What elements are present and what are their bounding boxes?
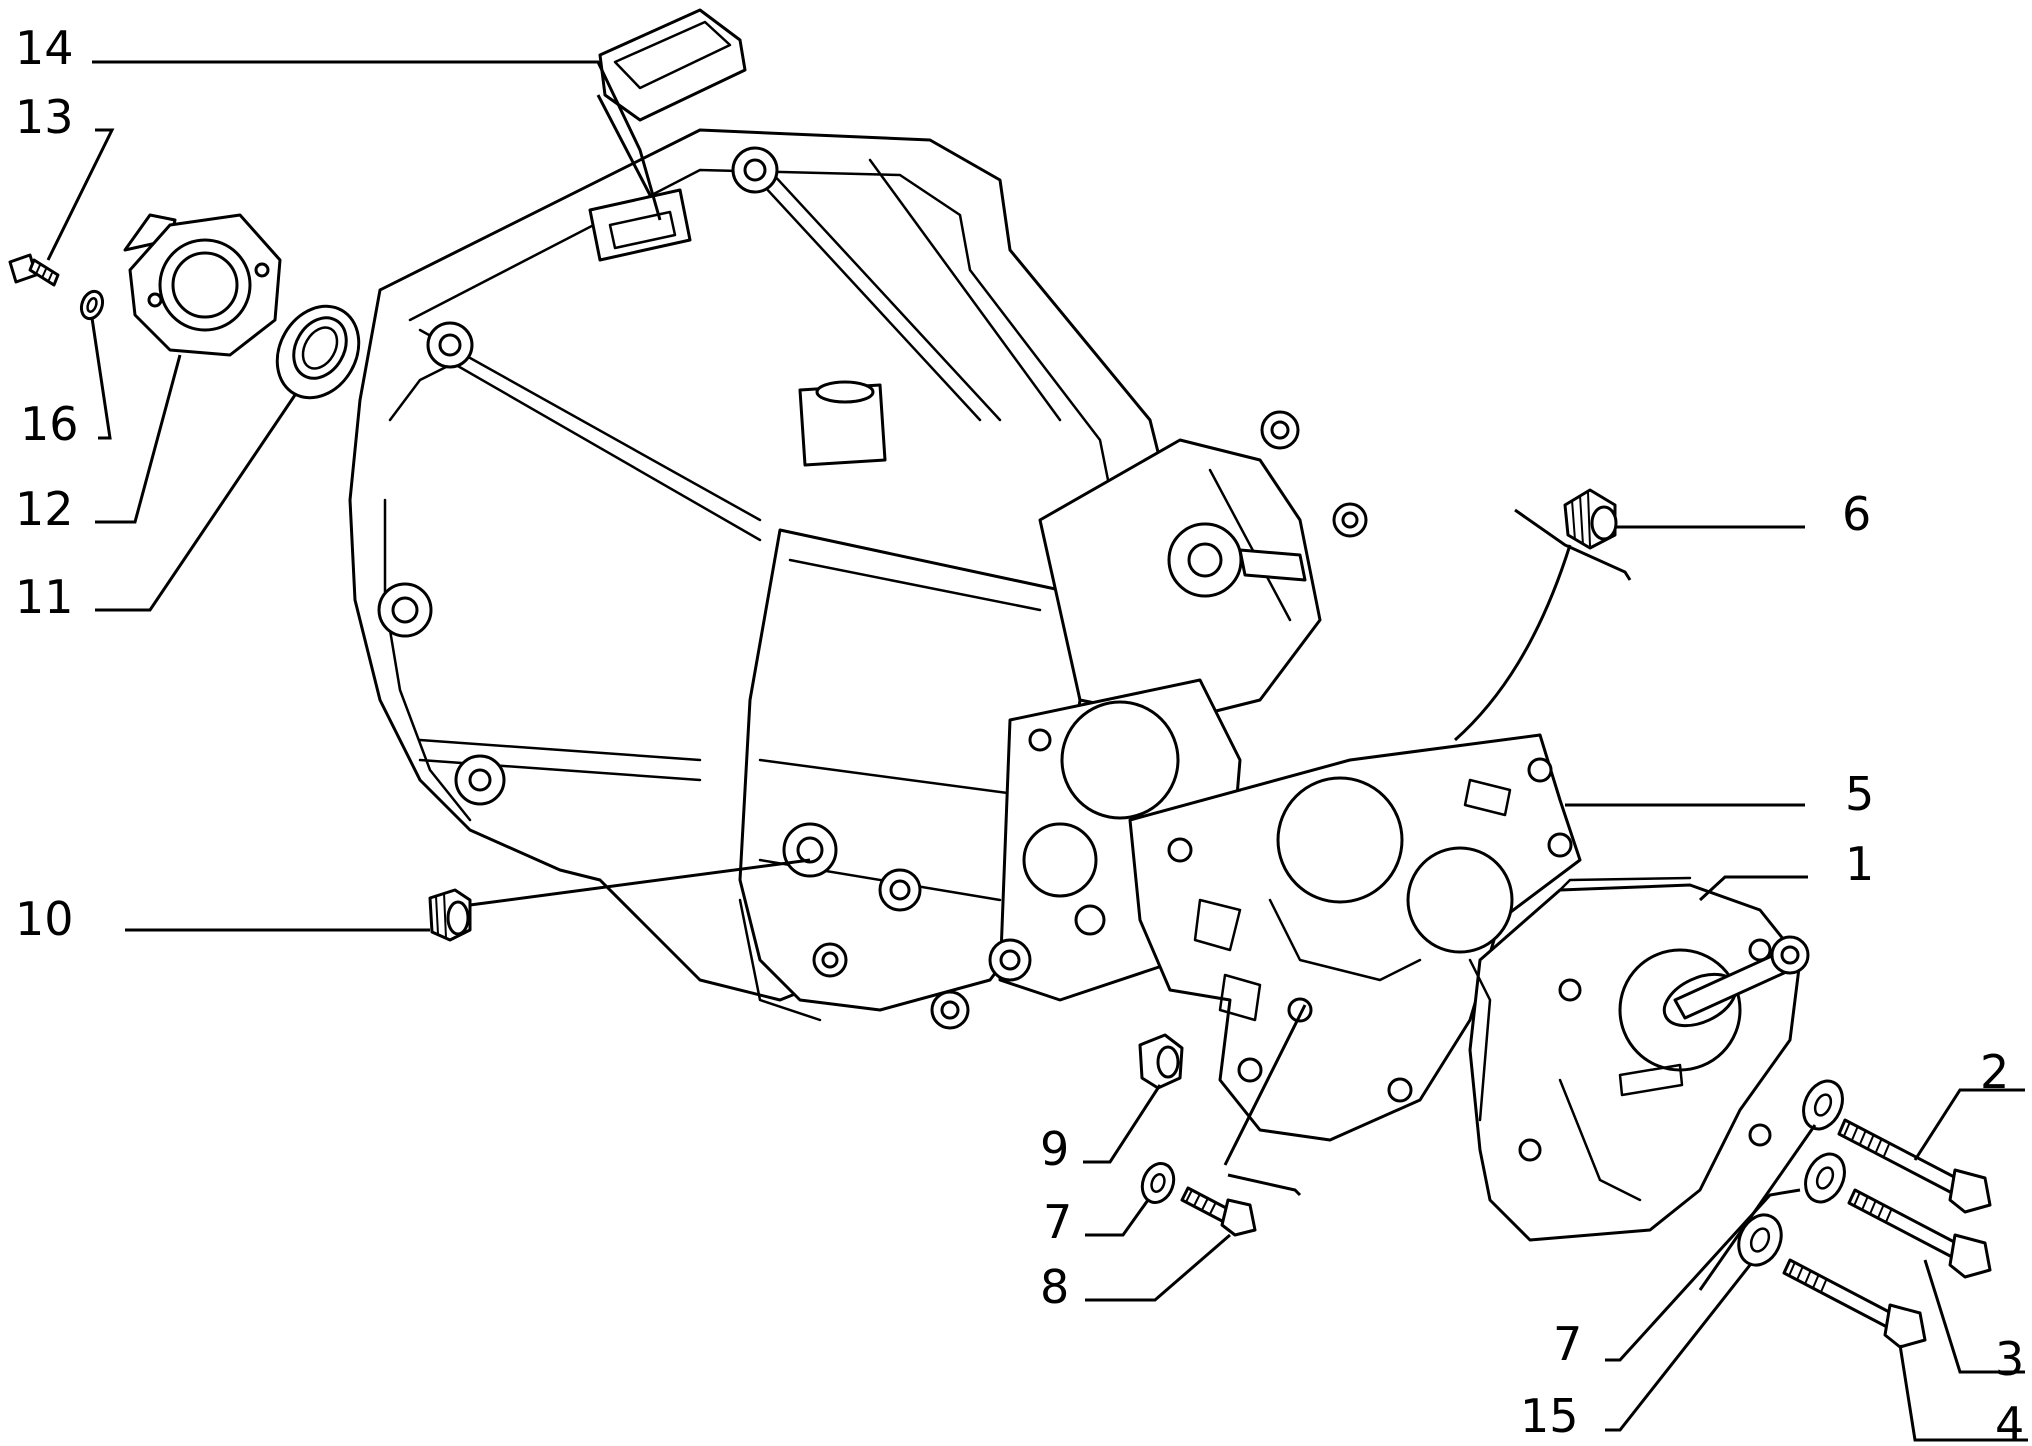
callout-7a: 7 bbox=[1043, 1195, 1072, 1249]
leader-7b bbox=[1605, 1188, 1801, 1362]
callout-6: 6 bbox=[1842, 487, 1871, 541]
plug-9 bbox=[1138, 1033, 1184, 1090]
cap-part bbox=[598, 8, 747, 122]
bolt-4 bbox=[1782, 1258, 1927, 1349]
washer-7-right-2 bbox=[1804, 1152, 1846, 1204]
leader-10b bbox=[469, 858, 811, 907]
leader-9 bbox=[1083, 1084, 1162, 1164]
leader-4 bbox=[1898, 1344, 2028, 1442]
plug-6 bbox=[1563, 488, 1618, 550]
callout-15: 15 bbox=[1520, 1389, 1579, 1443]
leader-15 bbox=[1605, 1264, 1752, 1432]
bolt-8 bbox=[1180, 1186, 1257, 1237]
leader-1 bbox=[1698, 875, 1808, 902]
callout-1: 1 bbox=[1845, 837, 1874, 891]
washer-15 bbox=[1737, 1213, 1783, 1267]
rear-cover bbox=[1468, 876, 1810, 1242]
callout-3: 3 bbox=[1995, 1332, 2024, 1386]
callout-2: 2 bbox=[1980, 1045, 2009, 1099]
leader-5c bbox=[1227, 1173, 1302, 1197]
callout-10: 10 bbox=[15, 892, 74, 946]
callout-14: 14 bbox=[15, 21, 74, 75]
leader-8 bbox=[1085, 1233, 1231, 1302]
leader-14 bbox=[92, 60, 662, 221]
leader-6c bbox=[1454, 544, 1572, 742]
oil-seal bbox=[275, 304, 361, 400]
callout-13: 13 bbox=[15, 90, 74, 144]
leader-2 bbox=[1913, 1088, 2025, 1161]
gasket-plate bbox=[1128, 733, 1582, 1142]
callout-12: 12 bbox=[15, 482, 74, 536]
leader-3 bbox=[1923, 1259, 2025, 1374]
callout-11: 11 bbox=[15, 570, 74, 624]
callout-7b: 7 bbox=[1553, 1317, 1582, 1371]
callout-16: 16 bbox=[20, 397, 79, 451]
callout-5: 5 bbox=[1845, 767, 1874, 821]
gearbox-housing bbox=[348, 128, 1368, 1030]
leader-12 bbox=[95, 354, 182, 524]
leader-11 bbox=[95, 394, 297, 612]
leader-5b bbox=[1223, 1004, 1307, 1166]
bolt-13 bbox=[8, 253, 60, 287]
bolt-2 bbox=[1837, 1118, 1992, 1214]
callout-labels: 14 13 16 12 11 10 6 5 1 2 9 7 8 7 3 15 4 bbox=[15, 21, 2024, 1446]
washer-16 bbox=[79, 289, 105, 321]
bearing-guide-sleeve bbox=[123, 213, 282, 357]
callout-8: 8 bbox=[1040, 1260, 1069, 1314]
plug-10 bbox=[428, 888, 472, 942]
washer-7-left bbox=[1140, 1162, 1176, 1204]
leader-6b bbox=[1514, 508, 1632, 581]
leader-13 bbox=[46, 128, 115, 261]
leader-lines bbox=[46, 60, 2028, 1442]
bolt-3 bbox=[1847, 1188, 1992, 1279]
leader-14b bbox=[596, 94, 652, 196]
callout-4: 4 bbox=[1995, 1397, 2024, 1446]
leader-7a bbox=[1085, 1199, 1150, 1237]
leader-7b2 bbox=[1698, 1124, 1817, 1291]
leader-16 bbox=[90, 317, 112, 440]
callout-9: 9 bbox=[1040, 1122, 1069, 1176]
